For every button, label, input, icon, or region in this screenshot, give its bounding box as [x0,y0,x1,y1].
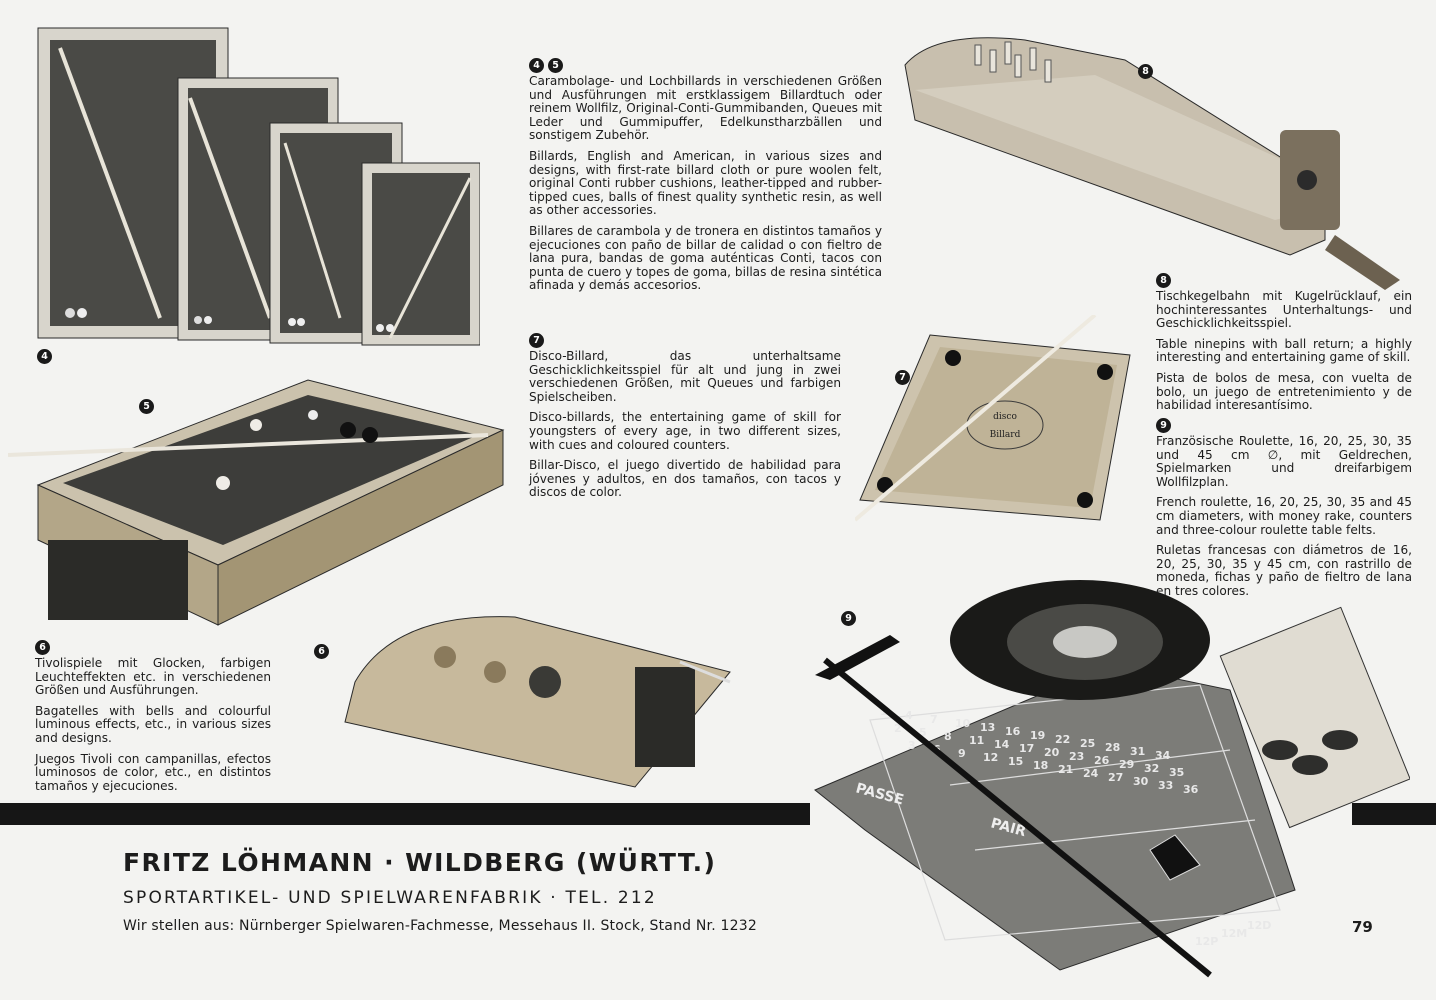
felt-number: 32 [1144,762,1159,775]
felt-number: 31 [1130,745,1145,758]
felt-number: 5 [919,726,927,739]
ninepins-text-de: Tischkegelbahn mit Kugelrücklauf, ein ho… [1156,289,1412,331]
ninepins-description: 8 Tischkegelbahn mit Kugelrücklauf, ein … [1156,273,1412,420]
figure-7-marker: 7 [895,367,914,386]
disco-description: 7 Disco-Billard, das unterhaltsame Gesch… [529,333,841,507]
felt-number: 25 [1080,737,1095,750]
disco-text-es: Billar-Disco, el juego divertido de habi… [529,458,841,500]
disco-board-label2: Billard [990,430,1021,440]
felt-number: 10 [955,717,971,730]
figure-8-marker: 8 [1138,61,1157,80]
felt-number: 7 [930,713,938,726]
tivoli-description: 6 Tivolispiele mit Glocken, farbigen Leu… [35,640,271,800]
tivoli-text-es: Juegos Tivoli con campanillas, efectos l… [35,751,271,793]
company-name: FRITZ LÖHMANN · WILDBERG (WÜRTT.) [123,848,717,877]
felt-number: 9 [958,747,966,760]
figure-9-marker: 9 [841,608,860,627]
roulette-description: 9 Französische Roulette, 16, 20, 25, 30,… [1156,418,1412,606]
page-number: 79 [1352,918,1373,936]
disco-text-en: Disco-billards, the entertaining game of… [529,410,841,452]
felt-number: 14 [994,738,1010,751]
tivoli-marker: 6 [35,640,50,655]
figure-4-marker: 4 [37,346,56,365]
tivoli-text-de: Tivolispiele mit Glocken, farbigen Leuch… [35,656,271,698]
felt-number: 22 [1055,733,1070,746]
felt-number: 15 [1008,755,1023,768]
felt-number: 3 [908,739,916,752]
tivoli-text-en: Bagatelles with bells and colourful lumi… [35,703,271,745]
ninepins-marker: 8 [1156,273,1171,288]
felt-number: 2 [894,722,902,735]
roulette-text-en: French roulette, 16, 20, 25, 30, 35 and … [1156,495,1412,537]
footer-rule-right [1352,803,1436,825]
felt-number: 16 [1005,725,1021,738]
felt-number: 12 [983,751,998,764]
felt-number: 18 [1033,759,1048,772]
felt-number: 21 [1058,763,1073,776]
felt-number: 34 [1155,749,1171,762]
figure-tivoli-game [344,616,731,788]
felt-number: 35 [1169,766,1184,779]
figure-roulette-set: PASSE PAIR 12345678910111213141516171819… [814,580,1410,978]
felt-number: 36 [1183,783,1199,796]
felt-number: 4 [905,709,913,722]
ninepins-text-en: Table ninepins with ball return; a highl… [1156,336,1412,365]
felt-number: 26 [1094,754,1110,767]
figure-6-marker: 6 [314,641,333,660]
footer-rule-left [0,803,810,825]
felt-dozen-label: 12P [1195,935,1218,948]
felt-number: 28 [1105,741,1120,754]
figure-table-ninepins [904,37,1400,290]
figure-pocket-billiard-table [8,379,505,626]
felt-number: 8 [944,730,952,743]
roulette-marker: 9 [1156,418,1171,433]
billiards-text-es: Billares de carambola y de tronera en di… [529,223,882,293]
felt-dozen-label: 12D [1247,919,1271,932]
felt-number: 33 [1158,779,1173,792]
figure-disco-billard: disco Billard [855,315,1131,522]
exhibit-info: Wir stellen aus: Nürnberger Spielwaren-F… [123,918,757,934]
disco-marker: 7 [529,333,544,348]
billiards-text-en: Billards, English and American, in vario… [529,148,882,218]
felt-number: 17 [1019,742,1034,755]
roulette-text-es: Ruletas francesas con diámetros de 16, 2… [1156,543,1412,598]
ninepins-text-es: Pista de bolos de mesa, con vuelta de bo… [1156,370,1412,413]
disco-board-label: disco [993,412,1017,422]
felt-number: 13 [980,721,995,734]
felt-number: 20 [1044,746,1060,759]
felt-number: 27 [1108,771,1123,784]
felt-number: 24 [1083,767,1099,780]
figure-billiard-boards [37,27,480,346]
felt-number: 19 [1030,729,1045,742]
felt-number: 29 [1119,758,1134,771]
billiards-text-de: Carambolage- und Lochbillards in verschi… [529,74,882,143]
roulette-text-de: Französische Roulette, 16, 20, 25, 30, 3… [1156,434,1412,489]
felt-number: 23 [1069,750,1084,763]
company-subtitle: SPORTARTIKEL- UND SPIELWARENFABRIK · TEL… [123,888,657,908]
disco-text-de: Disco-Billard, das unterhaltsame Geschic… [529,349,841,404]
figure-5-marker: 5 [139,396,158,415]
felt-number: 11 [969,734,984,747]
felt-number: 30 [1133,775,1149,788]
felt-dozen-label: 12M [1221,927,1247,940]
